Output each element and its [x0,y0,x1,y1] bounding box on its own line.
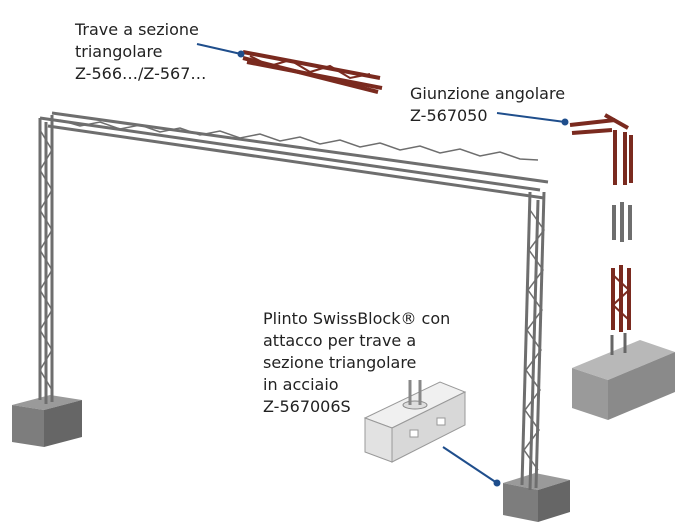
connector-piece [612,202,632,242]
corner-joint-label: Giunzione angolare Z-567050 [410,83,565,127]
base-label-line: attacco per trave a [263,331,417,350]
corner-label-line: Giunzione angolare [410,84,566,103]
truss-frame [38,111,549,491]
leader-lines [196,43,569,487]
base-label-line: in acciaio [263,375,339,394]
corner-joint-part [569,113,633,185]
exploded-concrete-base [572,333,675,420]
base-label-line: Z-567006S [263,397,351,416]
column-segment-part [611,265,631,332]
swissblock-label: Plinto SwissBlock® con attacco per trave… [263,308,450,418]
beam-label-line: triangolare [75,42,163,61]
beam-label-line: Trave a sezione [75,20,199,39]
left-concrete-base [12,395,82,447]
beam-label-line: Z-566…/Z-567… [75,64,207,83]
swissblock-base [363,380,467,463]
base-label-line: sezione triangolare [263,353,417,372]
corner-label-line: Z-567050 [410,106,488,125]
base-label-line: Plinto SwissBlock® con [263,309,451,328]
beam-label: Trave a sezione triangolare Z-566…/Z-567… [75,19,206,85]
triangular-beam-part [242,50,383,94]
